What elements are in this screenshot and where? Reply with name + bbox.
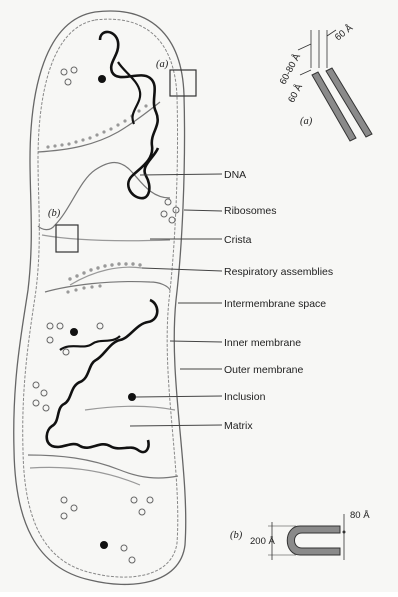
label-inclusion: Inclusion [224,391,266,403]
dna-strand-upper [100,32,158,198]
panel-b-marker: (b) [48,208,61,219]
inset-b-crista [268,514,346,560]
dim-a-outer: 60 Å [333,22,356,43]
label-intermembrane-space: Intermembrane space [224,298,326,310]
outer-membrane-outline [14,11,186,584]
dim-a-gap: 60-80 Å [278,51,304,86]
respiratory-assemblies [46,104,147,293]
inset-a-caption: (a) [300,116,313,127]
dim-a-inner: 60 Å [286,82,305,105]
label-crista: Crista [224,234,252,246]
label-inner-membrane: Inner membrane [224,337,301,349]
dim-b-wall: 80 Å [350,510,370,521]
dna-strand-upper-2 [118,62,140,124]
dim-b-total: 200 Å [250,536,275,547]
dna-strand-lower [47,300,158,452]
label-outer-membrane: Outer membrane [224,364,304,376]
panel-a-marker: (a) [156,59,169,70]
label-dna: DNA [224,169,246,181]
inset-b-caption: (b) [230,530,243,541]
dna-strand-lower-2 [60,336,120,350]
label-ribosomes: Ribosomes [224,205,277,217]
label-matrix: Matrix [224,420,253,432]
label-respiratory-assemblies: Respiratory assemblies [224,266,333,278]
